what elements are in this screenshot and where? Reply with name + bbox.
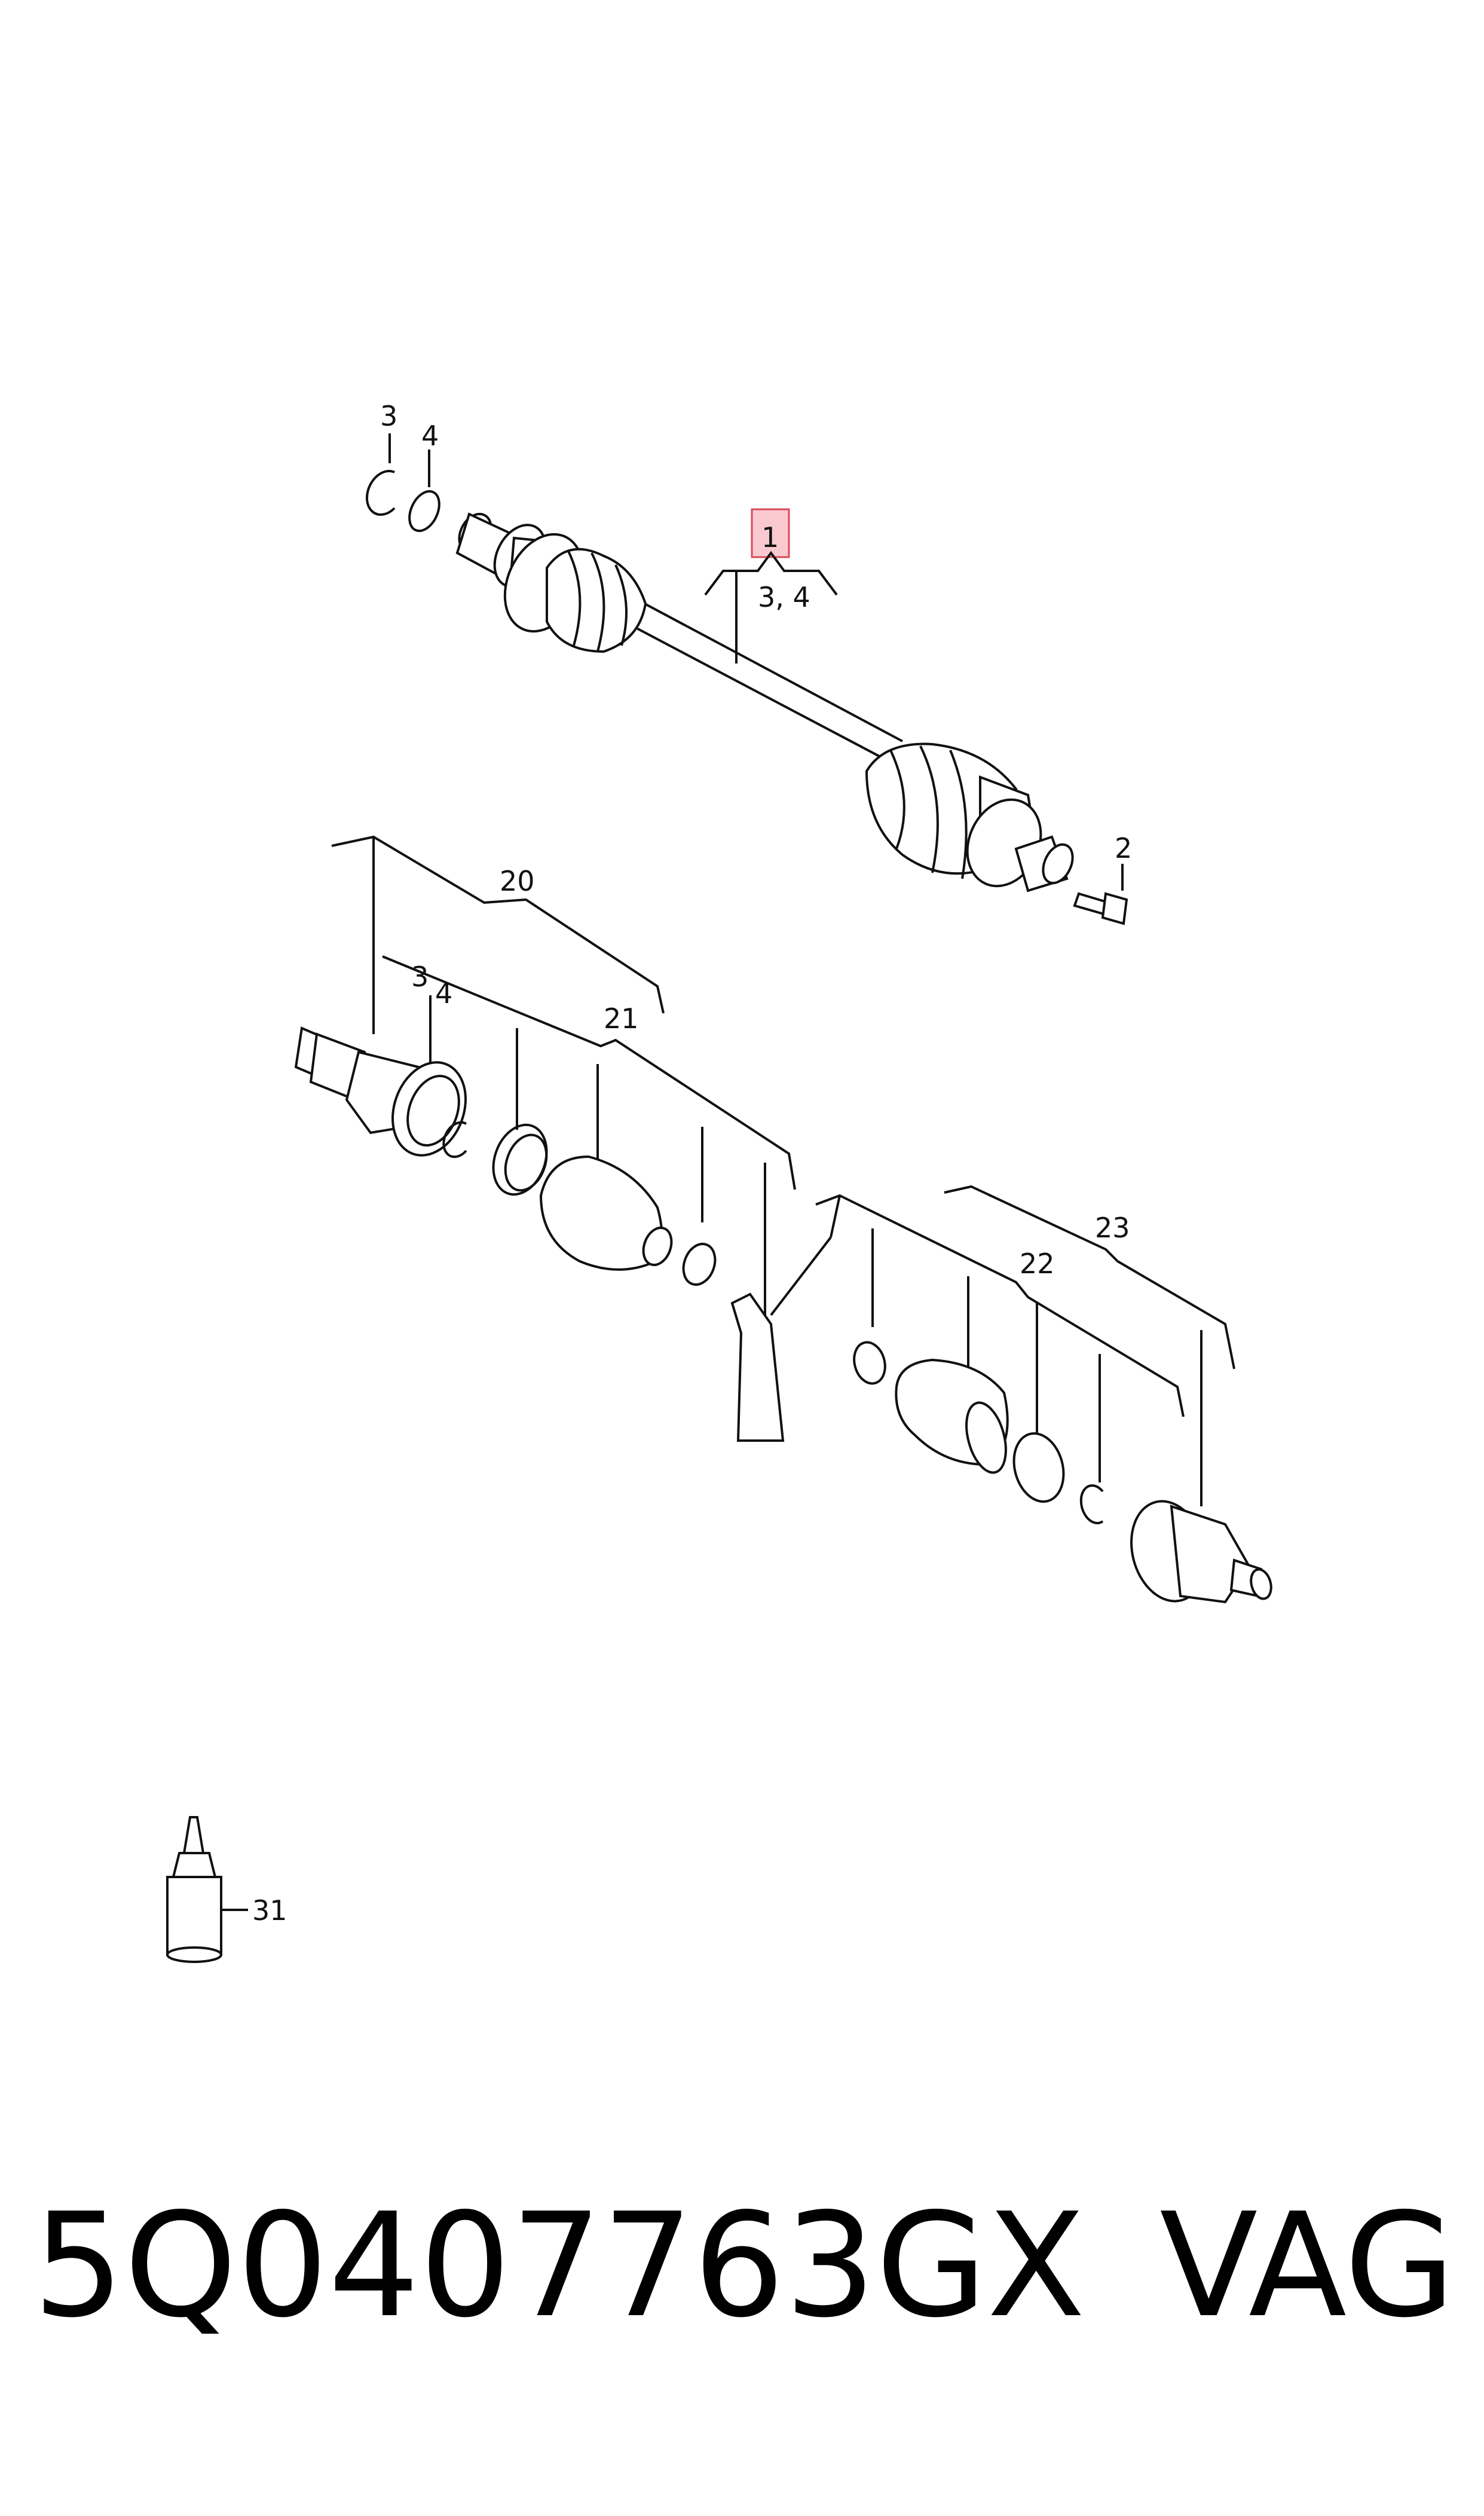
inner-boot-spare — [539, 1155, 673, 1271]
clamp-large-outer — [1012, 1432, 1065, 1503]
callout-1-sub: 3, 4 — [758, 581, 810, 613]
sealant-bottle — [166, 1816, 248, 1963]
clamp-small-outer — [853, 1341, 886, 1385]
callout-1-highlight — [751, 508, 790, 558]
callout-20: 20 — [500, 865, 535, 897]
clamp-small-inner — [682, 1243, 717, 1286]
callout-4-top: 4 — [421, 420, 439, 452]
part-number: 5Q0407763GX — [33, 2182, 1085, 2349]
callout-3-middle: 3 — [411, 961, 429, 993]
outer-spline-stub — [1014, 835, 1074, 892]
inner-joint-housing — [294, 1026, 467, 1157]
outer-boot-spare — [895, 1358, 1009, 1474]
callout-31: 31 — [252, 1894, 287, 1927]
callout-4-middle: 4 — [435, 977, 452, 1010]
callout-2: 2 — [1115, 832, 1132, 864]
grease-tube — [730, 1236, 832, 1442]
callout-23: 23 — [1095, 1212, 1130, 1244]
callout-3-top: 3 — [380, 400, 397, 432]
clamp-large-inner — [492, 1123, 548, 1196]
callout-23-bracket — [944, 1185, 1235, 1369]
brand-name: VAG — [1159, 2182, 1455, 2349]
callout-21: 21 — [604, 1002, 639, 1035]
callout-20-bracket — [331, 835, 665, 1014]
circlip-top — [365, 433, 396, 516]
callout-21-bracket — [382, 955, 796, 1190]
footer-caption: 5Q0407763GX VAG — [33, 2188, 1455, 2343]
callout-22: 22 — [1020, 1248, 1055, 1280]
outer-joint-housing — [1130, 1500, 1272, 1604]
inner-boot — [546, 548, 647, 653]
o-ring-top — [408, 450, 440, 533]
callout-1: 1 — [761, 521, 779, 554]
bolt — [1073, 864, 1128, 925]
circlip-middle — [442, 1121, 467, 1158]
drive-shaft-assembly — [455, 512, 1074, 892]
callout-1-bracket — [704, 508, 838, 664]
circlip-outer — [1079, 1484, 1104, 1524]
callout-22-bracket — [815, 1194, 1185, 1417]
